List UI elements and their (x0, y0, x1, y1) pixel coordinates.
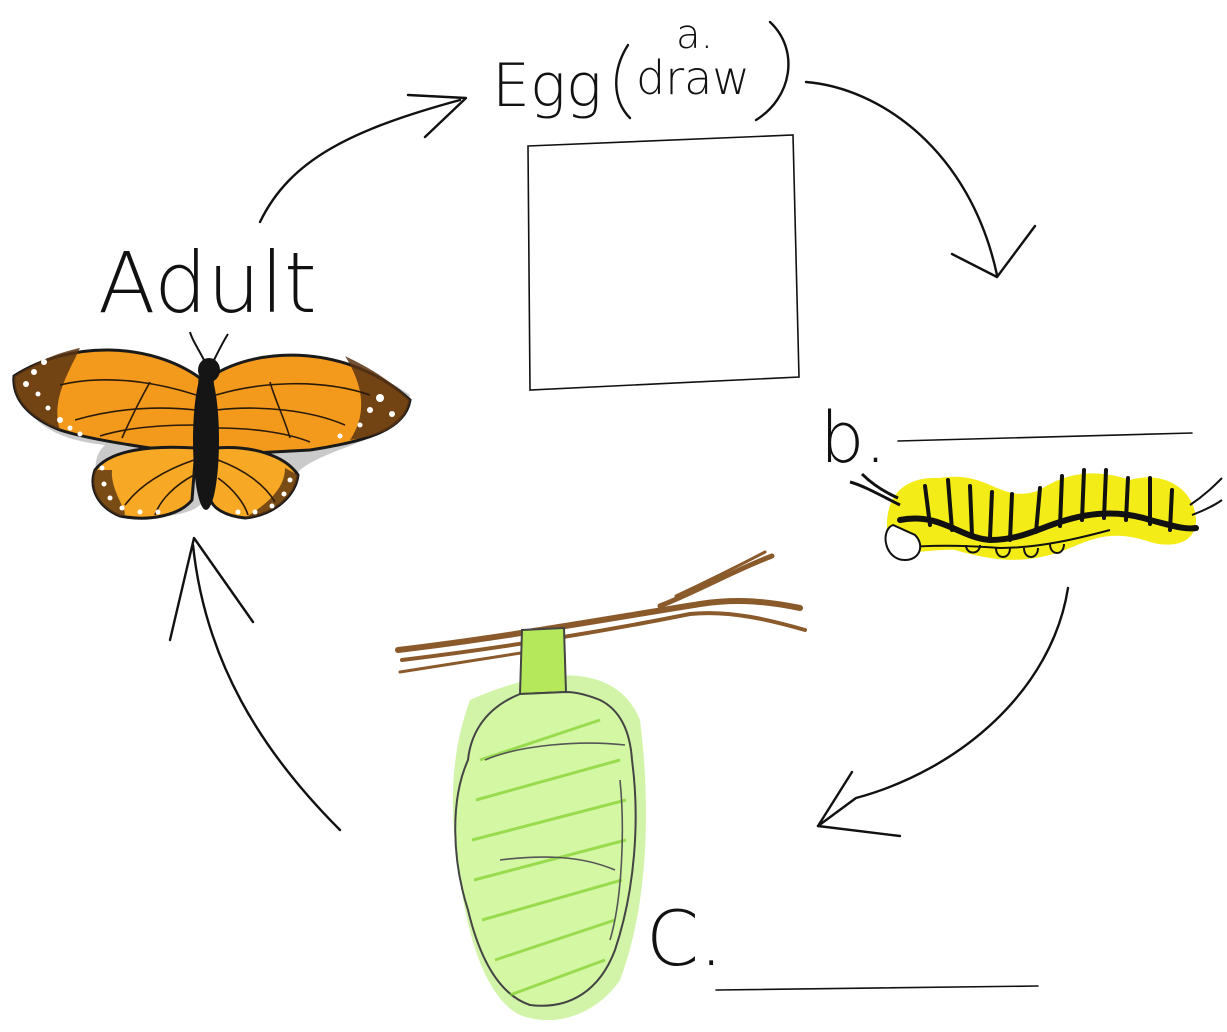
caterpillar-illustration (850, 470, 1222, 560)
pupa-marker: C. (646, 894, 723, 983)
arrow-adult-to-egg (260, 95, 466, 222)
egg-heading: Egg a. draw (492, 12, 788, 121)
larva-answer-line[interactable] (898, 433, 1192, 441)
egg-close-paren (756, 22, 788, 120)
chrysalis-illustration (453, 628, 646, 1020)
twig-illustration (398, 552, 805, 672)
arrow-pupa-to-adult (170, 538, 340, 830)
arrow-egg-to-larva (806, 82, 1035, 277)
egg-label: Egg (492, 51, 602, 121)
egg-open-paren (616, 45, 630, 118)
pupa-answer-line[interactable] (716, 986, 1038, 990)
egg-instruction: draw (636, 51, 750, 105)
arrow-larva-to-pupa (818, 588, 1068, 836)
butterfly-illustration (14, 332, 410, 518)
egg-drawing-box[interactable] (528, 135, 799, 390)
larva-marker: b. (820, 397, 887, 479)
adult-label: Adult (98, 234, 317, 332)
